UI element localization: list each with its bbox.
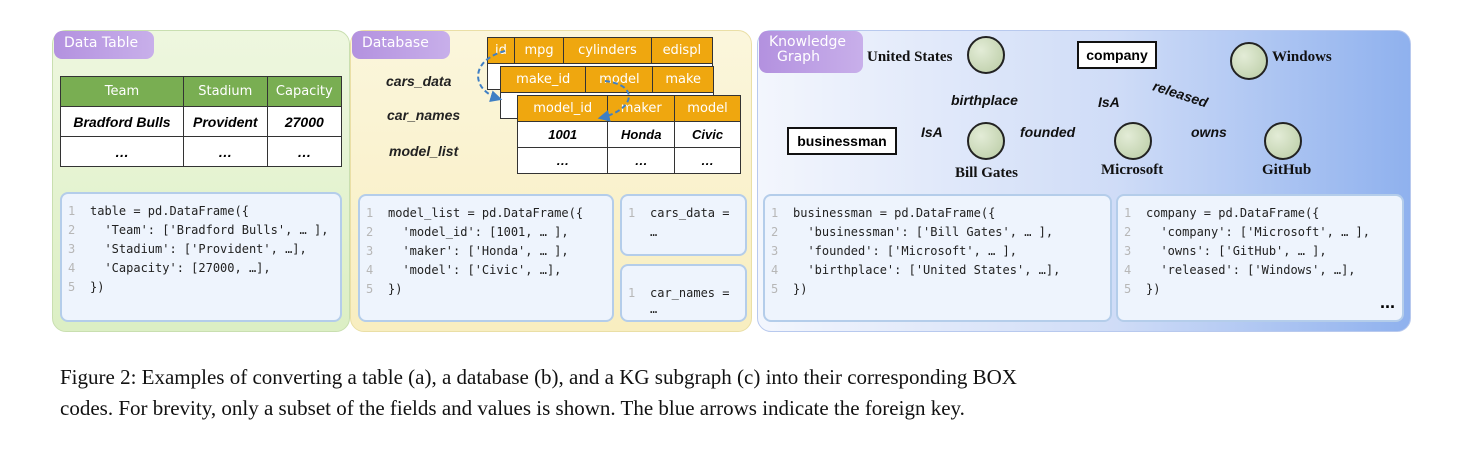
code-line: 5}) <box>771 282 808 296</box>
header-model: model <box>585 66 654 93</box>
figure-caption: Figure 2: Examples of converting a table… <box>60 362 1420 424</box>
cell-stadium: Provident <box>182 106 268 137</box>
header-make: make <box>652 66 714 93</box>
caption-line-1: Figure 2: Examples of converting a table… <box>60 365 1017 389</box>
header-make-id: make_id <box>499 66 587 93</box>
cell-ellipsis: … <box>182 136 268 167</box>
edge-label-isa-left: IsA <box>921 124 943 140</box>
table-row: … … … <box>516 147 741 174</box>
db-name-car-names: car_names <box>387 107 461 123</box>
code-line: 3 'maker': ['Honda', … ], <box>366 244 569 258</box>
knowledge-graph-tag: Knowledge Graph <box>759 31 863 73</box>
code-line: 5}) <box>68 280 105 294</box>
foreign-key-arrow <box>597 80 630 122</box>
header-id: id <box>487 37 515 64</box>
cell-capacity: 27000 <box>266 106 343 137</box>
code-line: 2 'Team': ['Bradford Bulls', … ], <box>68 223 329 237</box>
node-label-windows: Windows <box>1272 49 1332 65</box>
node-label-github: GitHub <box>1262 162 1312 178</box>
caption-line-2: codes. For brevity, only a subset of the… <box>60 396 965 420</box>
code-line: 3 'owns': ['GitHub', … ], <box>1124 244 1327 258</box>
code-line: 5}) <box>366 282 403 296</box>
edge-label-birthplace: birthplace <box>951 92 1018 108</box>
cell-team: Bradford Bulls <box>60 106 184 137</box>
header-capacity: Capacity <box>266 76 343 107</box>
database-tag: Database <box>352 31 450 59</box>
cell-maker: Honda <box>607 121 676 148</box>
header-maker: maker <box>607 95 676 122</box>
cell-ellipsis: … <box>674 147 741 174</box>
model-list-table: model_id maker model 1001 Honda Civic … … <box>516 95 741 174</box>
code-line: 3 'Stadium': ['Provident', …], <box>68 242 307 256</box>
db-name-model-list: model_list <box>389 143 459 159</box>
code-line: 4 'Capacity': [27000, …], <box>68 261 271 275</box>
more-ellipsis: ... <box>1380 292 1396 312</box>
code-line: 4 'birthplace': ['United States', …], <box>771 263 1061 277</box>
cell-model: Civic <box>674 121 741 148</box>
data-table-tag: Data Table <box>54 31 154 59</box>
team-table: Team Stadium Capacity Bradford Bulls Pro… <box>60 76 343 167</box>
code-line: 3 'founded': ['Microsoft', … ], <box>771 244 1017 258</box>
code-line: 2 'model_id': [1001, … ], <box>366 225 569 239</box>
db-name-cars-data: cars_data <box>386 73 452 89</box>
cell-ellipsis: … <box>516 147 609 174</box>
box-company: company <box>1077 41 1157 69</box>
cell-ellipsis: … <box>607 147 676 174</box>
box-businessman: businessman <box>787 127 897 155</box>
cell-ellipsis: … <box>266 136 343 167</box>
node-label-bill-gates: Bill Gates <box>955 165 1018 181</box>
edge-label-founded: founded <box>1020 124 1076 140</box>
code-line: 2 'company': ['Microsoft', … ], <box>1124 225 1370 239</box>
foreign-key-arrow <box>477 50 506 102</box>
table-header-row: Team Stadium Capacity <box>60 76 343 107</box>
node-label-microsoft: Microsoft <box>1101 162 1164 178</box>
header-cylinders: cylinders <box>563 37 652 64</box>
table-row: 1001 Honda Civic <box>516 121 741 148</box>
node-label-united-states: United States <box>867 49 953 65</box>
header-edispl: edispl <box>650 37 714 64</box>
edge-label-isa-right: IsA <box>1098 94 1120 110</box>
code-line: 4 'released': ['Windows', …], <box>1124 263 1356 277</box>
node-windows <box>1230 42 1268 80</box>
header-mpg: mpg <box>513 37 565 64</box>
cell-ellipsis: … <box>60 136 184 167</box>
node-united-states <box>967 36 1005 74</box>
node-microsoft <box>1114 122 1152 160</box>
header-model: model <box>674 95 741 122</box>
edge-label-owns: owns <box>1191 124 1227 140</box>
code-line: 4 'model': ['Civic', …], <box>366 263 562 277</box>
node-bill-gates <box>967 122 1005 160</box>
cell-model-id: 1001 <box>516 121 609 148</box>
code-line: … <box>650 225 658 239</box>
table-row: … … … <box>60 136 343 167</box>
node-github <box>1264 122 1302 160</box>
header-model-id: model_id <box>516 95 609 122</box>
code-line: 2 'businessman': ['Bill Gates', … ], <box>771 225 1054 239</box>
table-row: Bradford Bulls Provident 27000 <box>60 106 343 137</box>
code-line: 5}) <box>1124 282 1161 296</box>
code-line: … <box>650 302 658 316</box>
